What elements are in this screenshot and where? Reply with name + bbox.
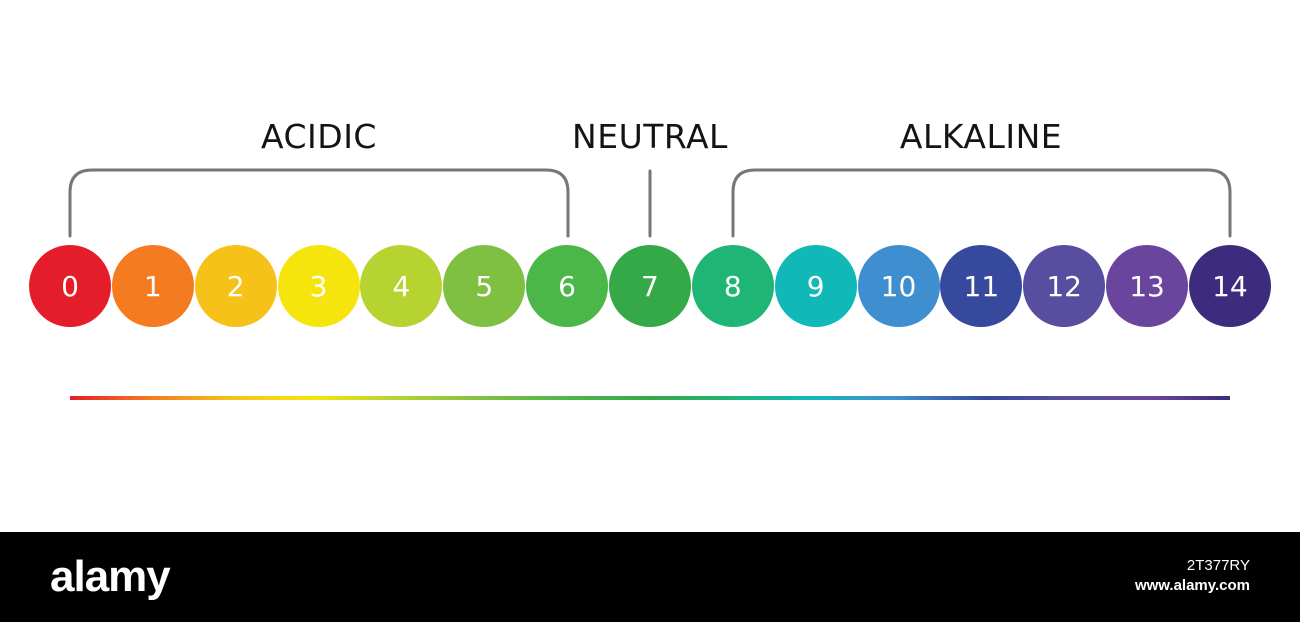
- ph-circle-7: 7: [608, 245, 691, 327]
- alkaline-label: ALKALINE: [899, 117, 1063, 156]
- ph-circle-8: 8: [691, 245, 774, 327]
- ph-value-label: 10: [880, 269, 917, 303]
- ph-circle-11: 11: [940, 245, 1023, 327]
- image-id: 2T377RY: [1186, 557, 1250, 574]
- ph-value-label: 4: [392, 269, 411, 303]
- ph-value-label: 14: [1212, 269, 1248, 303]
- ph-circle-12: 12: [1023, 245, 1106, 327]
- ph-value-label: 5: [475, 269, 494, 303]
- ph-value-label: 2: [226, 269, 245, 303]
- ph-circle-10: 10: [857, 245, 940, 327]
- ph-gradient-bar: [70, 396, 1230, 400]
- acidic-label: ACIDIC: [261, 117, 377, 156]
- ph-value-label: 12: [1046, 269, 1082, 303]
- ph-value-label: 9: [806, 269, 825, 303]
- ph-circle-2: 2: [194, 245, 277, 327]
- ph-circle-14: 14: [1188, 245, 1271, 327]
- ph-circle-9: 9: [774, 245, 857, 327]
- ph-value-label: 7: [641, 269, 659, 303]
- ph-value-label: 8: [723, 269, 742, 303]
- ph-value-label: 11: [963, 269, 1000, 303]
- ph-circle-4: 4: [360, 245, 443, 327]
- ph-value-label: 13: [1129, 269, 1165, 303]
- site-url: www.alamy.com: [1134, 577, 1250, 594]
- ph-value-label: 3: [309, 269, 328, 303]
- ph-value-label: 1: [143, 269, 162, 303]
- alamy-logo: alamy: [50, 552, 171, 601]
- alkaline-bracket: [731, 168, 1232, 238]
- ph-circle-5: 5: [443, 245, 526, 327]
- group-brackets: [68, 168, 1232, 238]
- ph-circle-6: 6: [526, 245, 609, 327]
- ph-value-label: 0: [61, 269, 79, 303]
- ph-circle-0: 0: [29, 245, 111, 327]
- neutral-label: NEUTRAL: [572, 117, 728, 156]
- ph-circle-1: 1: [111, 245, 194, 327]
- ph-circle-13: 13: [1106, 245, 1189, 327]
- acidic-bracket: [68, 168, 570, 238]
- image-reference: 2T377RY www.alamy.com: [1135, 556, 1250, 596]
- ph-circle-3: 3: [277, 245, 360, 327]
- watermark-footer: alamy 2T377RY www.alamy.com: [0, 532, 1300, 622]
- ph-value-label: 6: [558, 269, 576, 303]
